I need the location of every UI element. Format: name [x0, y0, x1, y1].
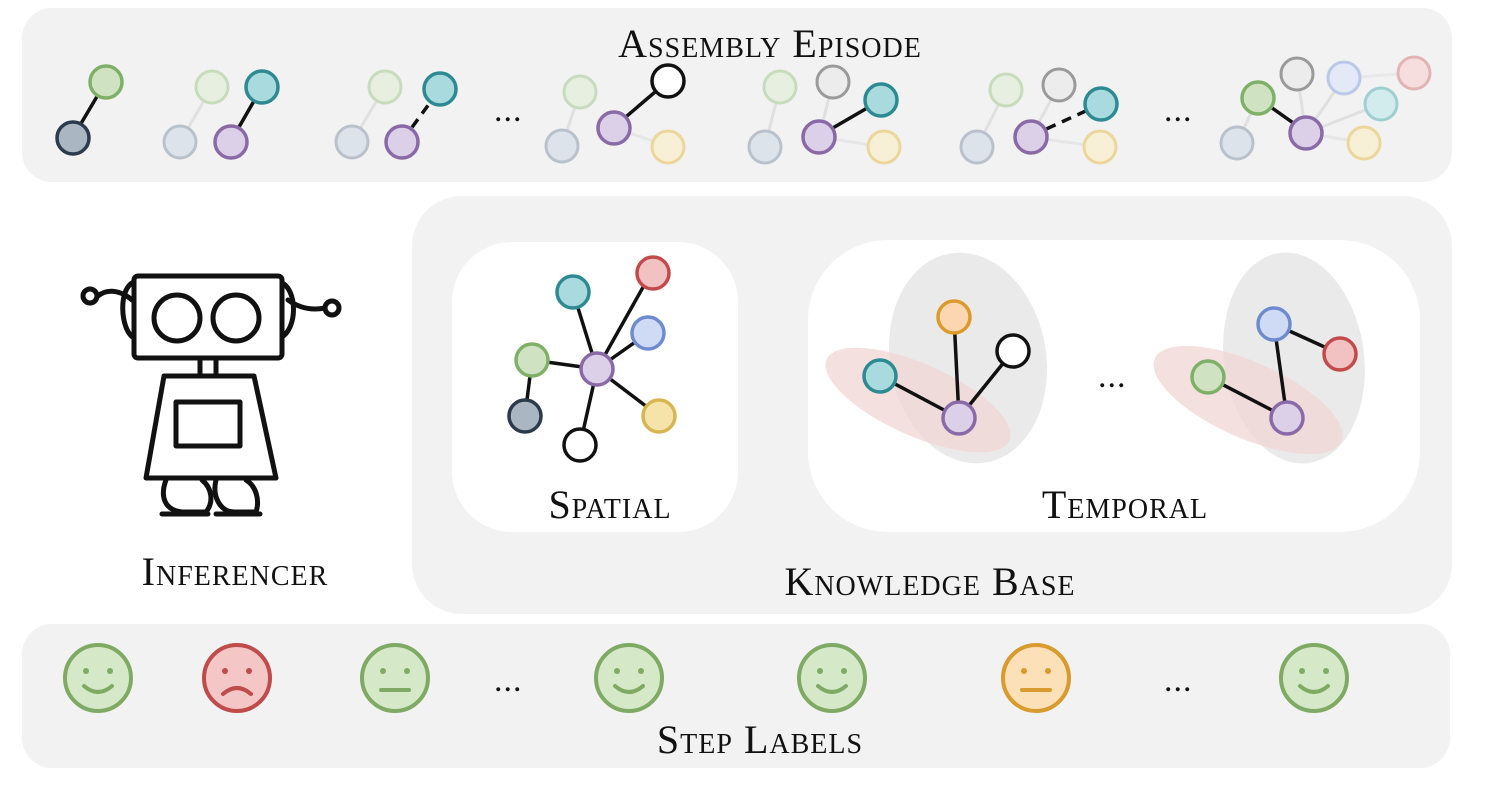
spatial-label: Spatial — [548, 482, 672, 527]
knowledge-base-label: Knowledge Base — [784, 559, 1076, 604]
node-orange — [936, 299, 972, 335]
step-ellipsis-2: ... — [1164, 662, 1193, 699]
node-teal — [555, 274, 591, 310]
episode-step-5-graph — [747, 64, 902, 165]
episode-step-6-graph — [959, 67, 1119, 165]
happy-face-icon — [594, 643, 664, 713]
node-blue — [1256, 306, 1292, 342]
assembly-episode-title: Assembly Episode — [618, 21, 922, 66]
neutral-face-icon — [360, 643, 430, 713]
neutral-face-icon — [1001, 643, 1071, 713]
happy-face-icon — [63, 643, 133, 713]
node-blue — [630, 315, 666, 351]
temporal-label: Temporal — [1041, 482, 1209, 527]
spatial-graph — [507, 255, 677, 463]
inferencer-label: Inferencer — [141, 549, 329, 594]
node-purple — [941, 400, 977, 436]
episode-step-7-graph — [1219, 55, 1432, 161]
node-black — [562, 427, 598, 463]
node-navy — [55, 120, 91, 156]
temporal-ellipsis: ... — [1098, 358, 1127, 395]
assembly-episode-graphs — [55, 55, 1432, 165]
node-navy — [507, 398, 543, 434]
node-teal — [244, 69, 280, 105]
temporal-graphs — [825, 252, 1365, 464]
happy-face-icon — [1279, 643, 1349, 713]
step-ellipsis-1: ... — [494, 662, 523, 699]
step-labels-title: Step Labels — [656, 717, 864, 762]
episode-step-2-graph — [162, 69, 280, 160]
episode-step-4-graph — [544, 63, 686, 165]
sad-face-icon — [202, 643, 272, 713]
node-purple — [213, 124, 249, 160]
node-red — [635, 255, 671, 291]
node-green — [88, 64, 124, 100]
node-purple — [1269, 400, 1305, 436]
episode-ellipsis-1: ... — [494, 92, 523, 129]
robot-icon — [80, 273, 342, 517]
happy-face-icon — [797, 643, 867, 713]
node-green — [1190, 359, 1226, 395]
episode-step-1-graph — [55, 64, 124, 156]
node-purple — [579, 351, 615, 387]
episode-step-3-graph — [334, 69, 458, 160]
node-yellow — [641, 398, 677, 434]
node-red — [1322, 336, 1358, 372]
node-black — [995, 333, 1031, 369]
node-teal — [862, 358, 898, 394]
spatial-card — [452, 242, 738, 532]
episode-ellipsis-2: ... — [1164, 92, 1193, 129]
step-faces — [63, 643, 1349, 713]
node-green — [514, 342, 550, 378]
